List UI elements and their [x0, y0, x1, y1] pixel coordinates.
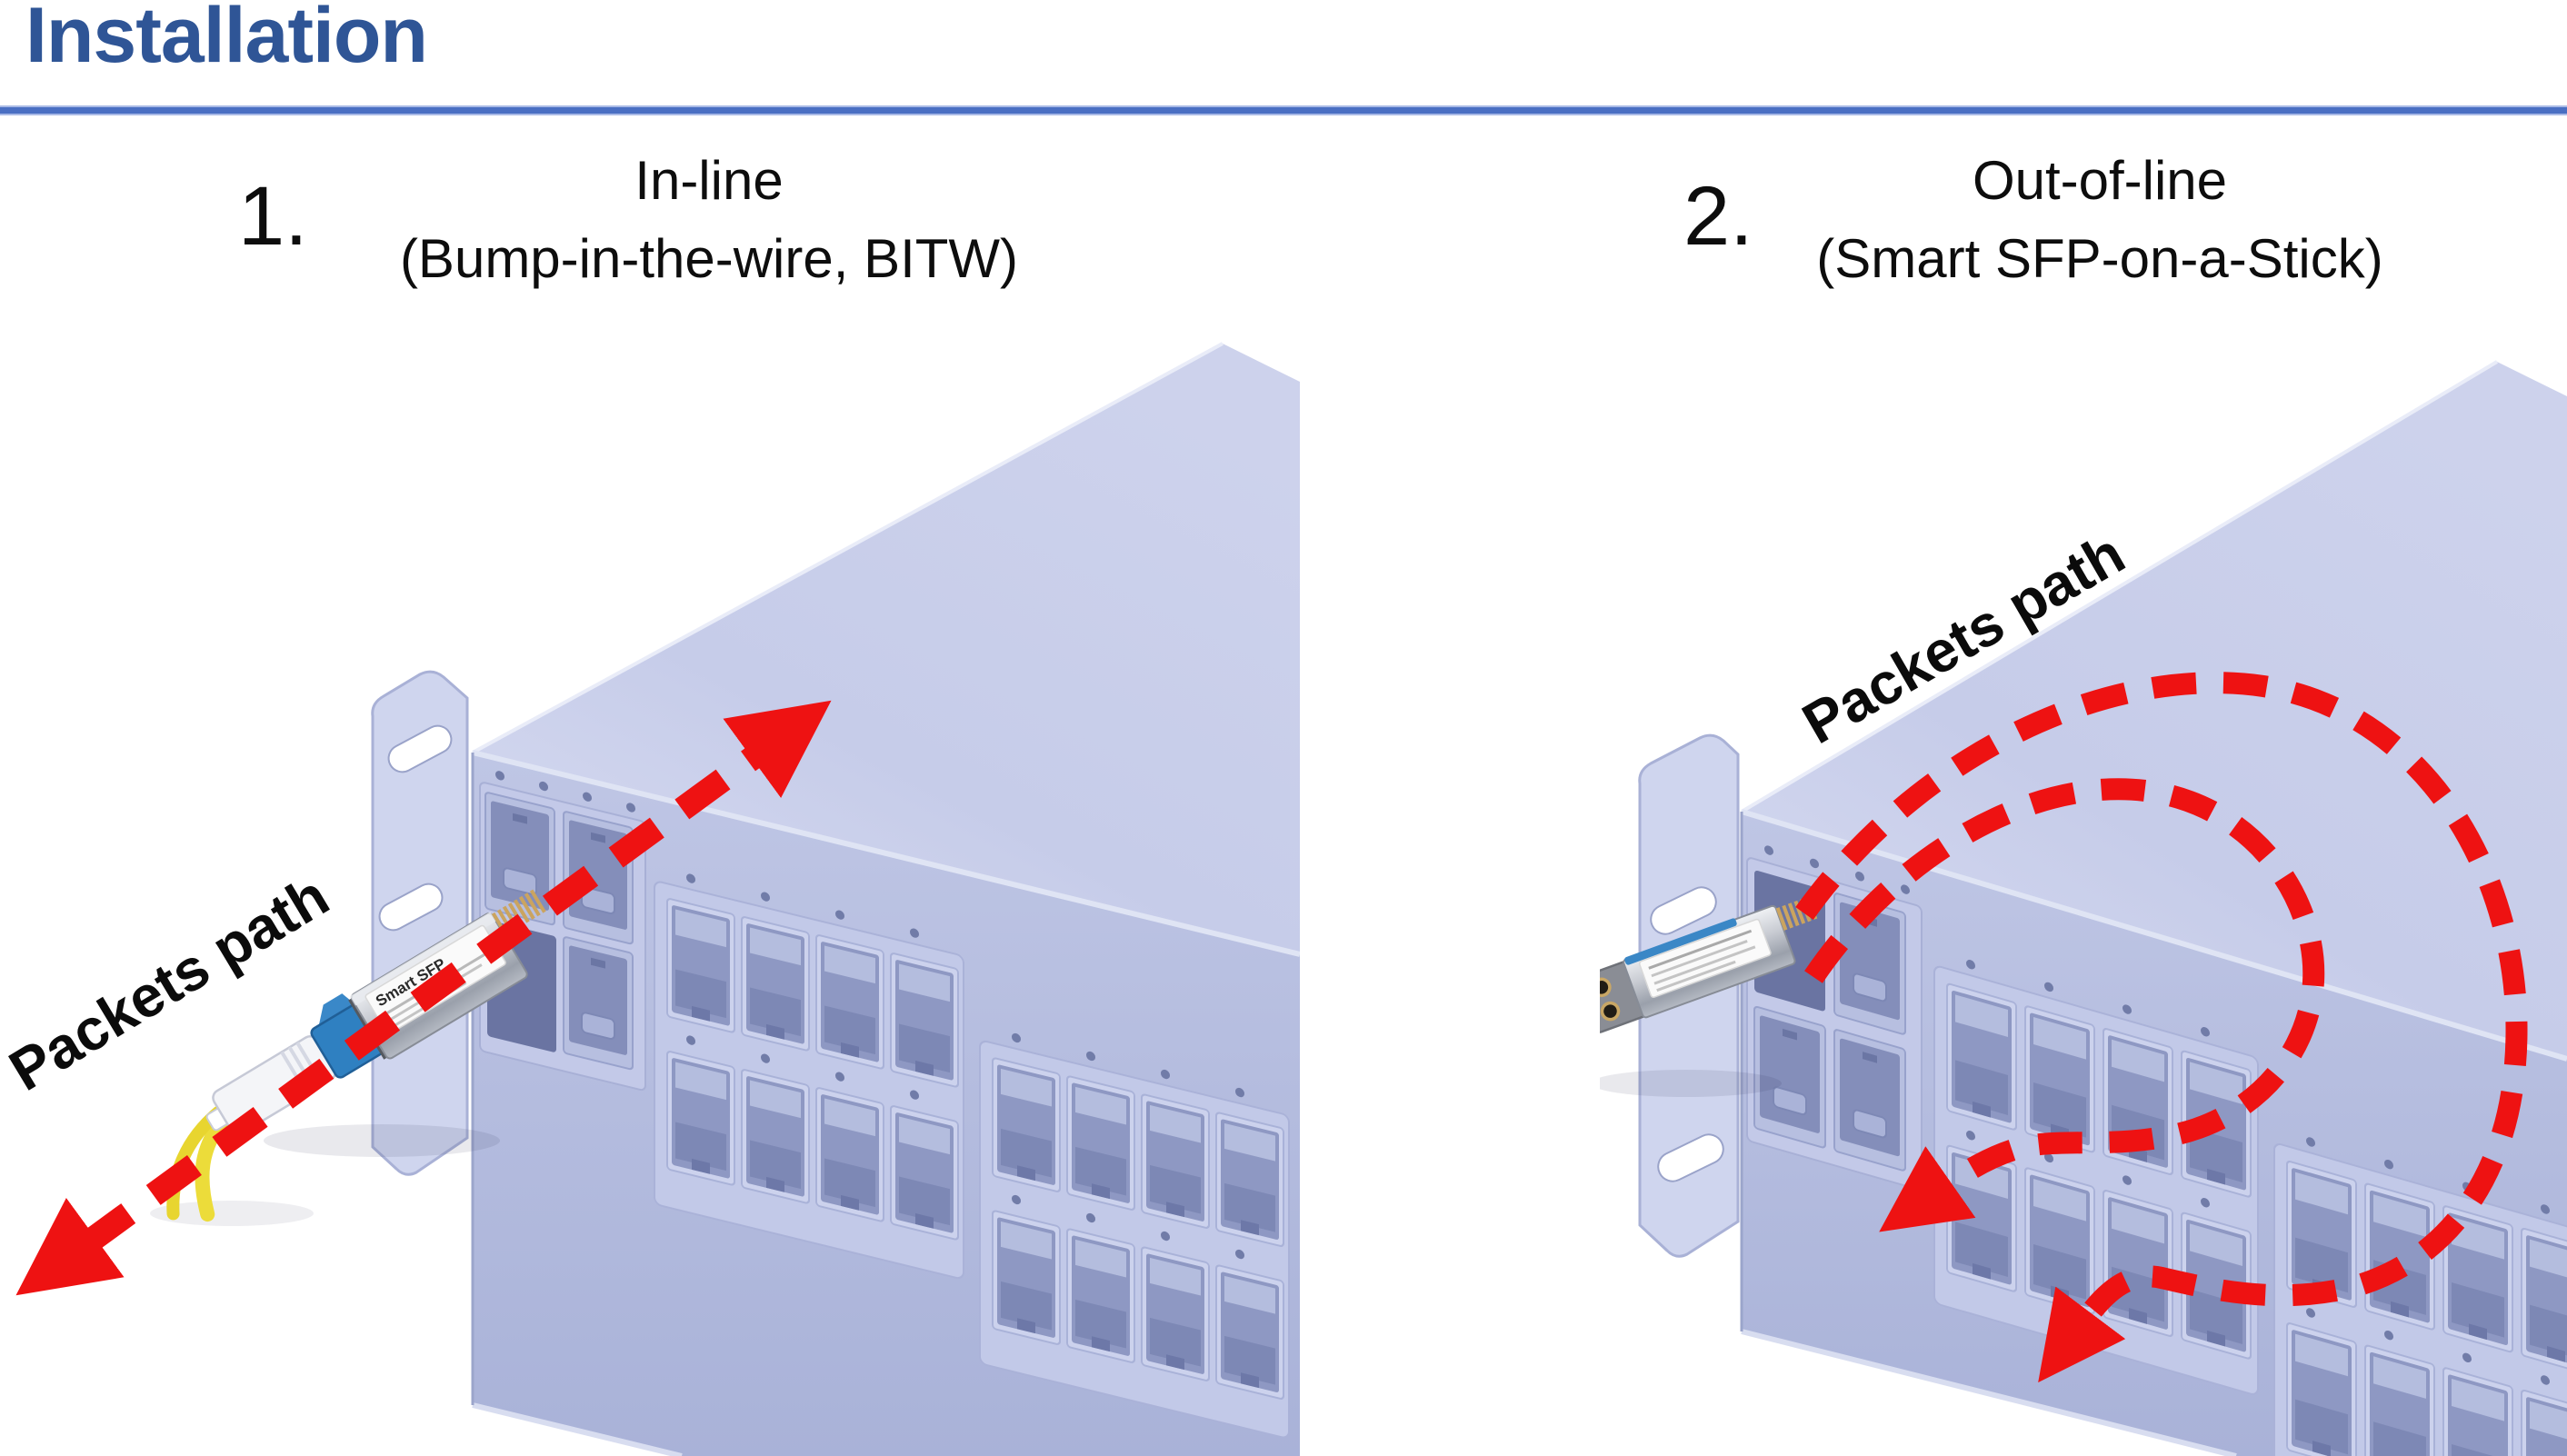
outofline-diagram: Packets path — [1600, 360, 2567, 1456]
section-2-heading-line1: Out-of-line — [1972, 150, 2228, 211]
packets-path-outer-loop-arrow — [1795, 672, 2528, 1383]
inline-bitw-diagram: Smart SFP Packets path — [0, 342, 1300, 1456]
module-shadow — [1600, 1070, 1782, 1097]
module-shadow — [264, 1124, 500, 1157]
rj45-block-2 — [979, 1032, 1290, 1439]
rj45-block-2 — [2273, 1137, 2567, 1456]
smart-sfp-module — [1600, 896, 1818, 1033]
packets-path-inner-loop-arrow — [1804, 778, 2325, 1232]
section-1-heading-line2: (Bump-in-the-wire, BITW) — [399, 228, 1019, 289]
section-2-heading-line2: (Smart SFP-on-a-Stick) — [1816, 228, 2383, 289]
sfp-blue-stripe — [1624, 918, 1737, 965]
section-1-number: 1. — [238, 170, 308, 263]
rack-ear — [371, 670, 469, 1176]
section-1-heading-line1: In-line — [634, 150, 784, 211]
packets-path-arrow — [15, 700, 832, 1296]
section-2-heading: Out-of-line (Smart SFP-on-a-Stick) — [1782, 142, 2418, 298]
page-title: Installation — [25, 0, 428, 79]
title-underline-rule — [0, 105, 2567, 115]
section-2-number: 2. — [1683, 170, 1753, 263]
switch-top-face — [1742, 362, 2567, 1059]
section-1-heading: In-line (Bump-in-the-wire, BITW) — [345, 142, 1073, 298]
